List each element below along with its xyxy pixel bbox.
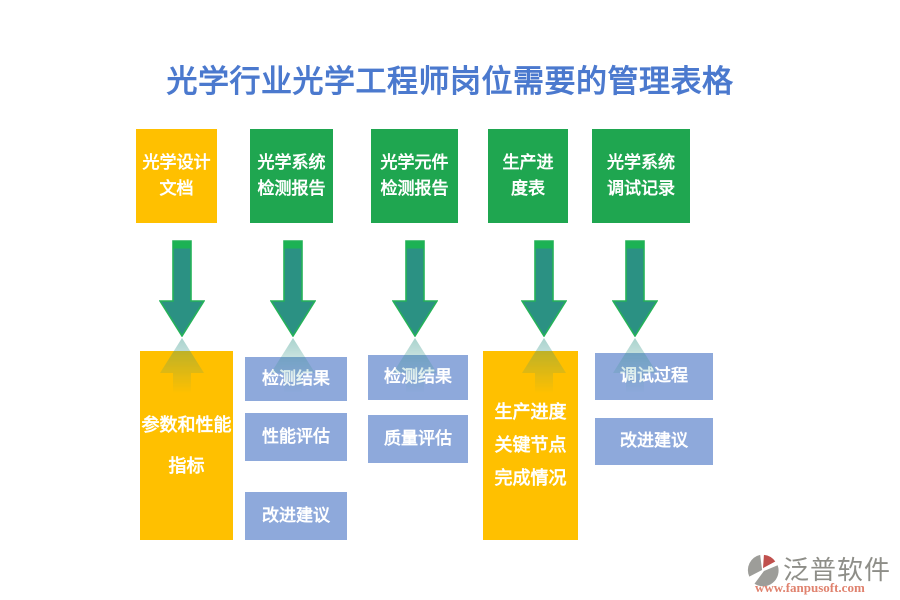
down-arrow-icon — [159, 240, 205, 337]
output-box-debug-process: 调试过程 — [595, 353, 713, 400]
brand-url: www.fanpusoft.com — [755, 580, 865, 595]
down-arrow-icon — [612, 240, 658, 337]
fanpu-logo-icon — [747, 554, 779, 587]
arrow-reflection — [393, 338, 437, 433]
arrow-reflection — [613, 338, 657, 433]
source-box-optical-system-test-report: 光学系统 检测报告 — [250, 129, 333, 223]
brand-name: 泛普软件 — [783, 555, 892, 585]
arrow-reflection — [522, 338, 566, 433]
output-box-performance-evaluation: 性能评估 — [245, 413, 347, 461]
output-box-quality-evaluation: 质量评估 — [368, 415, 468, 463]
output-box-test-results: 检测结果 — [245, 357, 347, 401]
down-arrow-icon — [392, 240, 438, 337]
output-box-improvement-suggestions: 改进建议 — [245, 492, 347, 540]
source-box-production-schedule: 生产进 度表 — [488, 129, 568, 223]
source-box-optical-design-doc: 光学设计 文档 — [136, 129, 217, 223]
arrow-reflection — [160, 338, 204, 433]
output-box-test-results: 检测结果 — [368, 355, 468, 400]
arrow-reflection — [271, 338, 315, 433]
output-box-production-progress-milestones: 生产进度 关键节点 完成情况 — [483, 351, 578, 540]
source-box-optical-system-debug-record: 光学系统 调试记录 — [592, 129, 690, 223]
down-arrow-icon — [270, 240, 316, 337]
output-box-parameters-performance-indicators: 参数和性能 指标 — [140, 351, 233, 540]
down-arrow-icon — [521, 240, 567, 337]
page-title: 光学行业光学工程师岗位需要的管理表格 — [166, 64, 734, 99]
output-box-improvement-suggestions: 改进建议 — [595, 418, 713, 465]
source-box-optical-component-test-report: 光学元件 检测报告 — [371, 129, 458, 223]
